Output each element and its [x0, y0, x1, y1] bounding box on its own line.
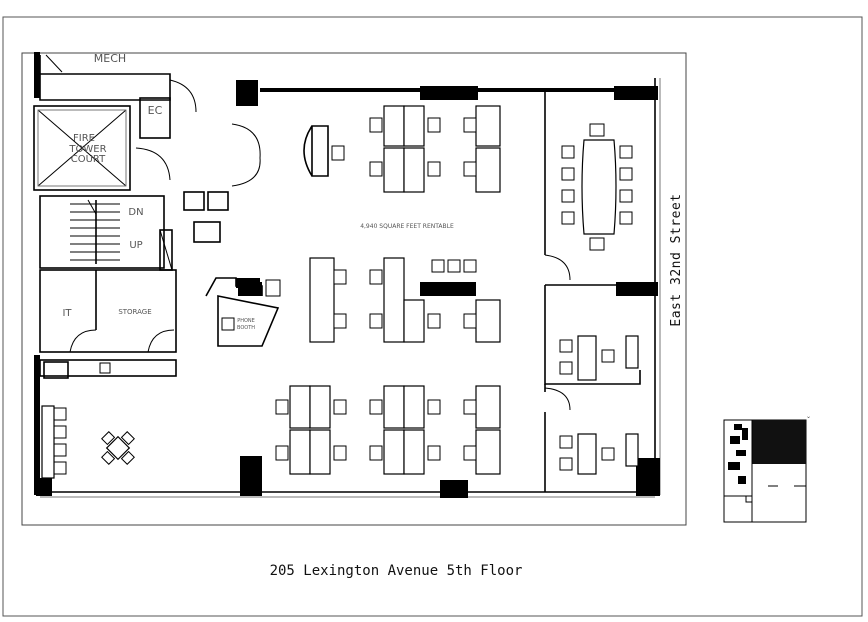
sheet-border — [2, 16, 863, 617]
fire-tower-court-wall — [33, 105, 131, 191]
fire-tower-diagonal — [37, 109, 127, 187]
pantry-sink — [99, 362, 111, 374]
it-door-swing — [69, 329, 97, 353]
column — [636, 458, 660, 496]
plan-frame — [21, 52, 687, 526]
reception-cabinet — [183, 191, 205, 211]
svg-text:⌄: ⌄ — [806, 413, 811, 420]
corridor-door-swing — [135, 147, 171, 181]
conference-door-swing — [544, 254, 571, 281]
lobby-door-swing — [231, 123, 261, 159]
workstation-cluster-5 — [369, 385, 441, 475]
key-plan-core — [723, 419, 753, 497]
phone-booth-column — [236, 278, 260, 288]
ec-closet-wall — [139, 97, 171, 139]
reception-desk — [303, 125, 329, 177]
pantry-counter — [39, 359, 177, 377]
column — [440, 480, 468, 498]
fire-tower-label-line2: TOWER — [68, 144, 106, 155]
fire-tower-label-line1: FIRE — [73, 133, 95, 144]
ec-door-swing — [169, 79, 197, 113]
column — [420, 86, 478, 100]
stair-treads — [70, 200, 120, 264]
reception-cabinet — [207, 191, 229, 211]
office-2-door-swing — [544, 387, 571, 411]
storage-door-swing — [147, 329, 175, 353]
workstation-cluster-1 — [369, 105, 441, 193]
conference-table — [581, 139, 617, 235]
column — [36, 478, 52, 496]
key-plan-highlighted-floor-area — [752, 420, 806, 464]
office-2-furniture — [559, 433, 639, 475]
column — [236, 80, 258, 106]
reception-chair — [331, 145, 345, 161]
phone-booth-label-line2: BOOTH — [237, 325, 255, 331]
phone-booth-label-line1: PHONE — [237, 318, 255, 324]
pantry-booth-seating — [41, 405, 67, 479]
ec-label: EC — [148, 104, 163, 117]
rentable-area-label: 4,940 SQUARE FEET RENTABLE — [360, 223, 454, 230]
workstation-cluster-2 — [463, 105, 501, 193]
column — [240, 456, 262, 496]
reception-table — [193, 221, 221, 243]
fire-tower-label-line3: COURT — [71, 154, 106, 165]
fire-tower-inner — [37, 109, 127, 187]
phone-booth-chair — [221, 317, 235, 331]
stair-arrow — [87, 199, 97, 215]
mech-label: MECH — [94, 52, 126, 65]
stair-up-label: UP — [129, 240, 142, 251]
column — [420, 282, 476, 296]
floor-plan: MECH EC FIRE TOWER COURT DN UP IT STORAG… — [33, 52, 661, 498]
stair-wall — [39, 195, 165, 269]
column — [614, 86, 658, 100]
mech-door-swing — [45, 54, 63, 73]
workstation-cluster-3 — [309, 257, 501, 343]
storage-room-label: STORAGE — [118, 308, 151, 316]
street-label: East 32nd Street — [669, 193, 684, 326]
exterior-wall-west-lower — [34, 355, 40, 495]
pantry-round-table — [101, 431, 135, 465]
conference-chairs — [561, 123, 633, 251]
phone-booth-wall — [217, 295, 280, 347]
column — [616, 282, 658, 296]
workstation-cluster-6 — [463, 385, 501, 475]
office-1-wall — [544, 285, 641, 385]
floor-caption: 205 Lexington Avenue 5th Floor — [270, 563, 523, 579]
stair-down-label: DN — [128, 207, 143, 218]
pantry-appliance — [43, 361, 69, 379]
it-room-label: IT — [62, 308, 72, 319]
lobby-door-swing — [231, 157, 261, 187]
lounge-chair — [265, 279, 281, 297]
it-storage-wall — [39, 269, 177, 353]
key-plan: ⌄ — [723, 413, 811, 523]
exterior-wall-west-upper — [34, 52, 40, 98]
workstation-cluster-4 — [275, 385, 347, 475]
stair-shaft-diagonal — [159, 229, 173, 271]
office-1-furniture — [559, 335, 639, 381]
